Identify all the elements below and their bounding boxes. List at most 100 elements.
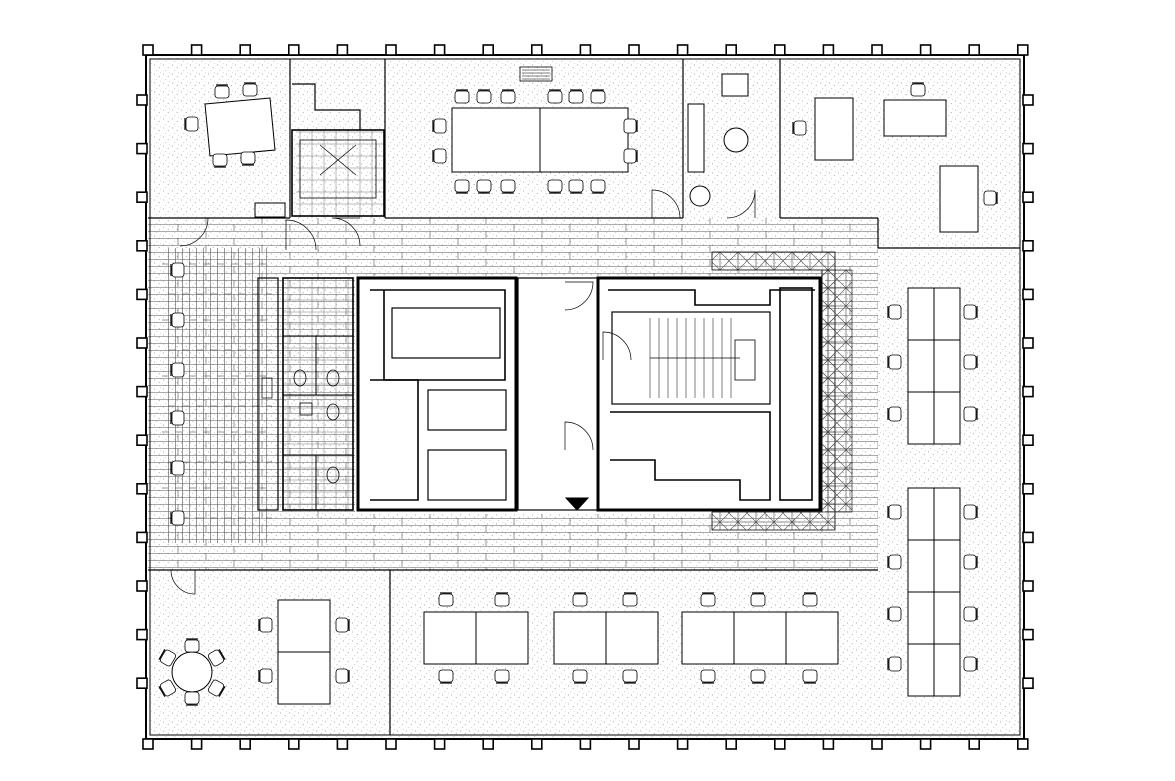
chair-seat	[476, 179, 492, 193]
chair-seat	[568, 179, 584, 193]
column-icon	[142, 44, 154, 56]
chair-icon	[158, 649, 176, 667]
chair-seat	[433, 118, 447, 134]
washroom-tiles	[283, 278, 353, 510]
toilet	[326, 403, 340, 421]
workstation	[933, 391, 961, 445]
chair-icon	[547, 89, 563, 104]
chair-seat	[438, 669, 454, 683]
lift-shaft-wall	[370, 379, 419, 501]
column-icon	[822, 738, 835, 750]
column-icon	[871, 738, 883, 750]
chair-icon	[335, 617, 350, 633]
chair-seat	[208, 679, 224, 697]
chair-icon	[887, 406, 902, 422]
stair-enclosure	[608, 289, 815, 306]
chair-seat	[335, 668, 349, 684]
chair-seat	[963, 606, 977, 622]
column-icon	[190, 738, 203, 750]
door-swing-icon	[564, 281, 594, 311]
chair-seat	[888, 504, 902, 520]
chair-seat	[171, 262, 185, 278]
chair-icon	[170, 410, 185, 426]
chair-icon	[258, 668, 273, 684]
workstation	[785, 611, 839, 665]
lift-car-3	[427, 449, 507, 501]
chair-icon	[623, 148, 638, 164]
chair-icon	[432, 148, 447, 164]
column-icon	[919, 738, 932, 750]
chair-icon	[240, 151, 256, 166]
chair-icon	[568, 89, 584, 104]
chair-icon	[590, 179, 606, 194]
column-icon	[136, 531, 148, 544]
chair-icon	[802, 669, 818, 684]
column-icon	[871, 44, 883, 56]
chair-icon	[454, 179, 470, 194]
column-icon	[482, 44, 495, 56]
column-icon	[628, 44, 640, 56]
chair-icon	[700, 592, 716, 607]
chair-seat	[500, 90, 516, 104]
chair-seat	[259, 668, 273, 684]
pouf	[689, 185, 711, 207]
chair-seat	[802, 669, 818, 683]
armchair	[721, 73, 749, 97]
column-icon	[676, 738, 689, 750]
column-icon	[482, 738, 495, 750]
meeting-table	[277, 599, 331, 653]
service-riser	[610, 411, 771, 501]
chair-icon	[212, 153, 228, 168]
column-icon	[190, 44, 203, 56]
column-icon	[136, 580, 148, 592]
column-icon	[1016, 44, 1029, 56]
column-icon	[628, 738, 640, 750]
chair-seat	[171, 312, 185, 328]
workstation	[933, 339, 961, 393]
workstation	[907, 339, 935, 393]
workstation	[933, 591, 961, 645]
chair-icon	[170, 510, 185, 526]
chair-seat	[572, 669, 588, 683]
chair-icon	[887, 304, 902, 320]
lift-lobby	[370, 289, 506, 381]
office-desk	[883, 99, 947, 137]
column-icon	[336, 44, 349, 56]
chair-seat	[963, 406, 977, 422]
chair-icon	[750, 669, 766, 684]
column-icon	[136, 385, 148, 398]
workstation	[907, 539, 935, 593]
chair-seat	[171, 460, 185, 476]
chair-icon	[963, 554, 978, 570]
chair-icon	[963, 304, 978, 320]
chair-back	[158, 686, 166, 697]
chair-icon	[750, 592, 766, 607]
chair-back	[218, 649, 226, 660]
column-icon	[1022, 531, 1034, 544]
chair-icon	[494, 669, 510, 684]
column-icon	[136, 142, 148, 155]
column-icon	[579, 738, 592, 750]
workstation	[933, 487, 961, 541]
column-icon	[1022, 191, 1034, 203]
chair-seat	[888, 304, 902, 320]
chair-icon	[623, 118, 638, 134]
chair-icon	[184, 116, 199, 132]
chair-seat	[888, 606, 902, 622]
workstation	[907, 591, 935, 645]
chair-seat	[623, 148, 637, 164]
chair-icon	[590, 89, 606, 104]
washroom-block	[282, 277, 354, 511]
core-west-block	[356, 276, 518, 512]
column-icon	[136, 434, 148, 447]
chair-seat	[494, 669, 510, 683]
stair	[611, 311, 771, 405]
chair-seat	[208, 649, 224, 667]
chair-seat	[888, 406, 902, 422]
chair-seat	[888, 554, 902, 570]
chair-seat	[160, 679, 176, 697]
basin	[299, 402, 313, 416]
chair-seat	[171, 410, 185, 426]
office-desk	[939, 165, 979, 233]
